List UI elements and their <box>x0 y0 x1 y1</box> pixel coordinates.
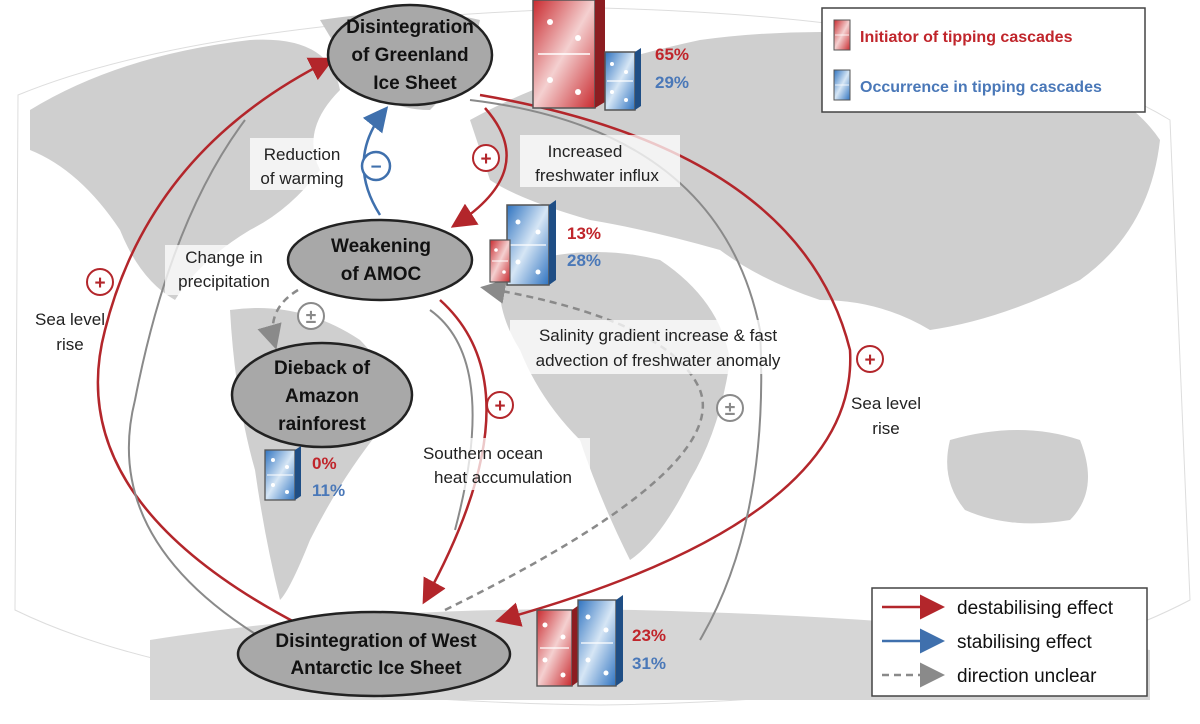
label-sea-level-left-1: Sea level <box>35 310 105 329</box>
red-domino-icon <box>833 19 851 51</box>
blue-domino-icon <box>264 446 301 501</box>
svg-text:+: + <box>480 149 491 170</box>
node-wais-line2: Antarctic Ice Sheet <box>290 658 462 679</box>
node-wais: Disintegration of West Antarctic Ice She… <box>236 610 512 698</box>
label-change-precip-2: precipitation <box>178 272 270 291</box>
plus-sign-icon: + <box>472 144 500 172</box>
greenland-dominoes: 65% 29% <box>532 0 689 111</box>
label-southern-ocean-1: Southern ocean <box>423 444 543 463</box>
label-sea-level-right-1: Sea level <box>851 394 921 413</box>
wais-initiator-pct: 23% <box>632 626 666 645</box>
svg-text:±: ± <box>306 307 316 328</box>
edge-amoc-to-wais <box>422 299 488 605</box>
amoc-occurrence-pct: 28% <box>567 251 601 270</box>
node-amazon-line1: Dieback of <box>274 358 371 379</box>
node-greenland-line1: Disintegration <box>346 17 474 38</box>
amazon-initiator-pct: 0% <box>312 454 337 473</box>
legend-bottom: destabilising effect stabilising effect … <box>871 587 1148 697</box>
label-sea-level-left-2: rise <box>56 335 83 354</box>
legend-unclear-label: direction unclear <box>957 666 1097 687</box>
label-salinity-1: Salinity gradient increase & fast <box>539 326 777 345</box>
edge-greenland-loop-grey <box>127 119 266 641</box>
node-amazon: Dieback of Amazon rainforest <box>230 341 414 449</box>
greenland-initiator-pct: 65% <box>655 45 689 64</box>
plusminus-sign-icon: ± <box>716 394 744 422</box>
label-southern-ocean-2: heat accumulation <box>434 468 572 487</box>
node-amazon-line3: rainforest <box>278 414 366 435</box>
node-amoc-line2: of AMOC <box>341 264 422 285</box>
plus-sign-icon: + <box>86 268 114 296</box>
red-domino-icon <box>536 605 579 687</box>
edge-amoc-to-amazon <box>257 288 299 350</box>
blue-domino-icon <box>604 48 641 111</box>
blue-domino-icon <box>506 200 556 286</box>
node-greenland: Disintegration of Greenland Ice Sheet <box>326 3 494 107</box>
label-freshwater-2: freshwater influx <box>535 166 659 185</box>
legend-occurrence-label: Occurrence in tipping cascades <box>860 79 1102 96</box>
node-greenland-line2: of Greenland <box>351 45 468 66</box>
legend-destabilising-label: destabilising effect <box>957 598 1114 619</box>
plusminus-sign-icon: ± <box>297 302 325 330</box>
svg-text:+: + <box>494 396 505 417</box>
amazon-occurrence-pct: 11% <box>312 481 345 500</box>
wais-occurrence-pct: 31% <box>632 654 666 673</box>
node-amoc: Weakening of AMOC <box>286 218 474 302</box>
plus-sign-icon: + <box>856 345 884 373</box>
svg-text:±: ± <box>725 399 735 420</box>
amazon-dominoes: 0% 11% <box>264 446 345 501</box>
node-greenland-line3: Ice Sheet <box>373 73 457 94</box>
node-wais-line1: Disintegration of West <box>275 631 477 652</box>
edge-wais-to-amoc <box>444 279 705 612</box>
legend-initiator-label: Initiator of tipping cascades <box>860 29 1073 46</box>
edge-wais-to-greenland <box>96 57 335 627</box>
label-sea-level-right-2: rise <box>872 419 899 438</box>
red-domino-icon <box>532 0 605 109</box>
svg-text:−: − <box>370 157 381 178</box>
label-change-precip-1: Change in <box>185 248 263 267</box>
legend-top: Initiator of tipping cascades Occurrence… <box>821 7 1146 113</box>
legend-stabilising-label: stabilising effect <box>957 632 1093 653</box>
node-amoc-line1: Weakening <box>331 236 431 257</box>
svg-text:+: + <box>94 273 105 294</box>
greenland-occurrence-pct: 29% <box>655 73 689 92</box>
blue-domino-icon <box>833 69 851 101</box>
australia-landmass <box>947 430 1088 524</box>
blue-domino-icon <box>577 595 623 687</box>
amoc-dominoes: 13% 28% <box>489 200 601 286</box>
wais-dominoes: 23% 31% <box>536 595 666 687</box>
amoc-initiator-pct: 13% <box>567 224 601 243</box>
label-freshwater-1: Increased <box>548 142 623 161</box>
edge-greenland-to-amoc <box>450 107 508 228</box>
node-amazon-line2: Amazon <box>285 386 359 407</box>
plus-sign-icon: + <box>486 391 514 419</box>
label-reduction-warming-2: of warming <box>260 169 343 188</box>
edge-labels: Reduction of warming Increased freshwate… <box>35 135 921 490</box>
red-domino-icon <box>489 239 511 283</box>
label-reduction-warming-1: Reduction <box>264 145 341 164</box>
minus-sign-icon: − <box>360 150 392 182</box>
svg-text:+: + <box>864 350 875 371</box>
edges <box>96 57 852 641</box>
label-salinity-2: advection of freshwater anomaly <box>536 351 781 370</box>
sign-markers: + − + ± + ± + <box>86 144 884 422</box>
